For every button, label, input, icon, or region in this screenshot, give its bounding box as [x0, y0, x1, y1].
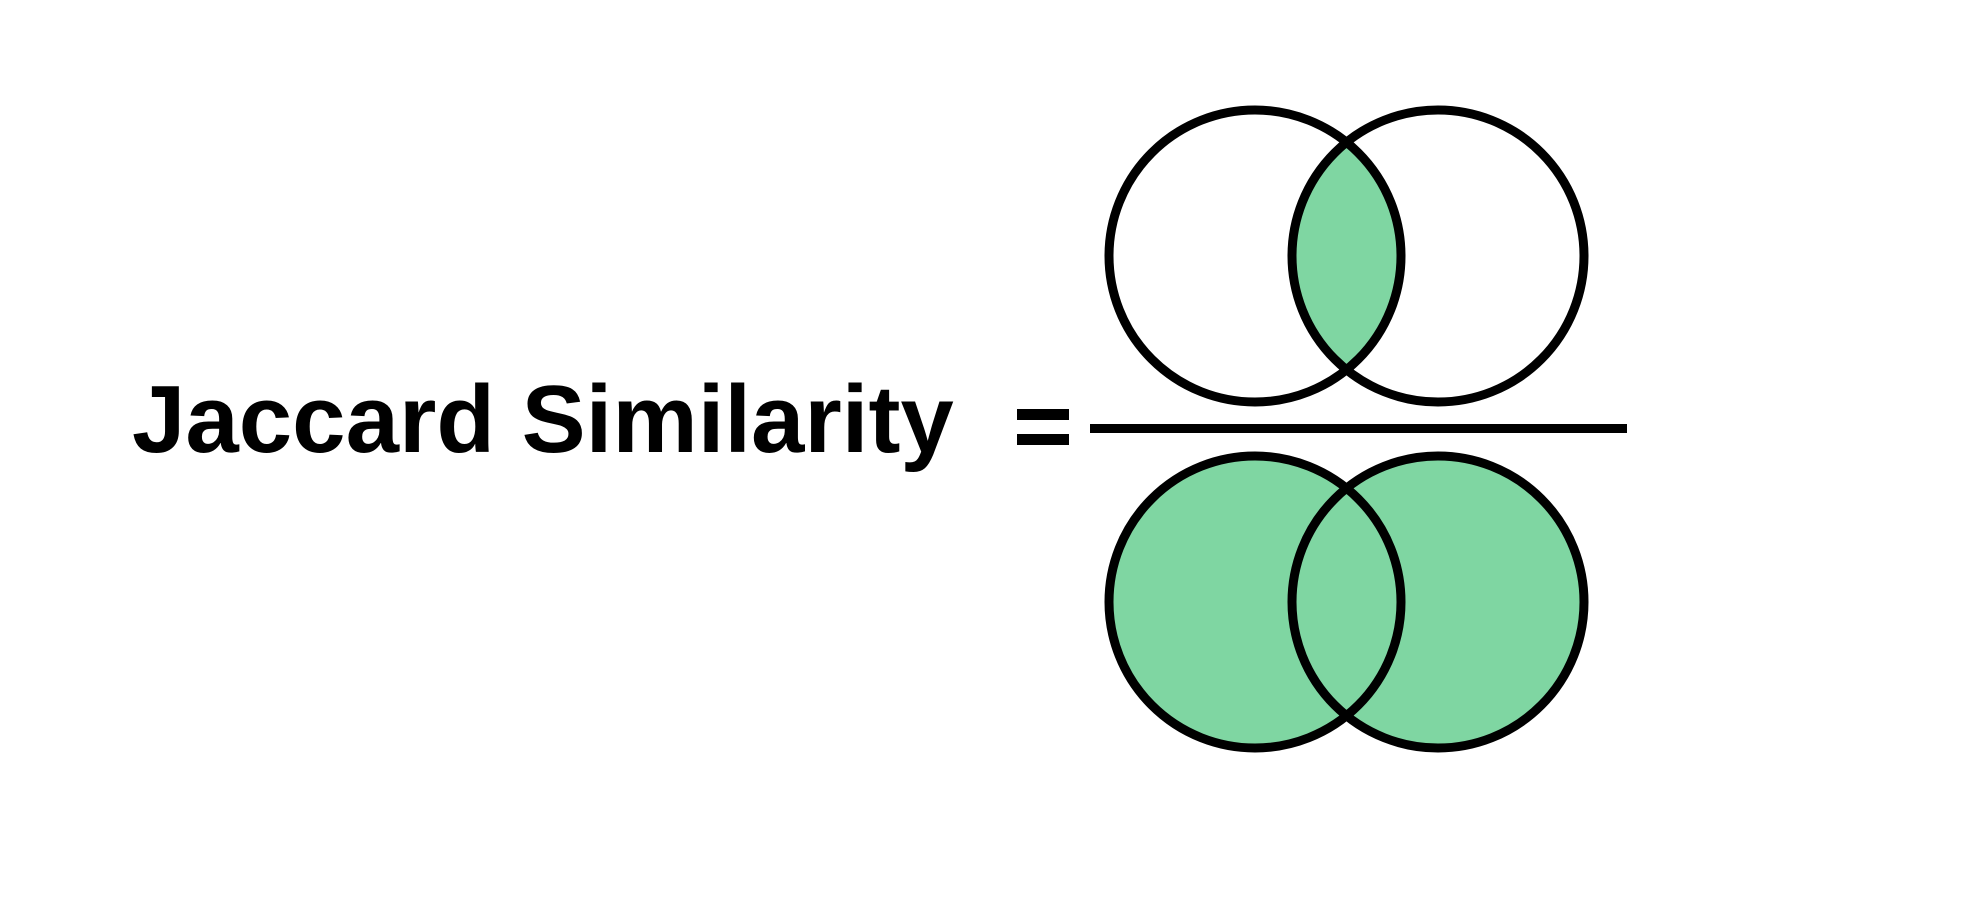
set-b-circle	[1287, 105, 1589, 407]
intersection-region	[1292, 110, 1401, 402]
set-a-circle	[1104, 451, 1406, 753]
formula-label: Jaccard Similarity	[132, 366, 954, 473]
set-a-circle	[1104, 105, 1406, 407]
union-region-b	[1292, 456, 1584, 748]
equals-sign	[1017, 409, 1069, 445]
fraction-bar	[1090, 424, 1627, 433]
denominator-venn-union	[1104, 451, 1589, 753]
set-b-circle	[1287, 451, 1589, 753]
numerator-venn-intersection	[1104, 105, 1589, 407]
